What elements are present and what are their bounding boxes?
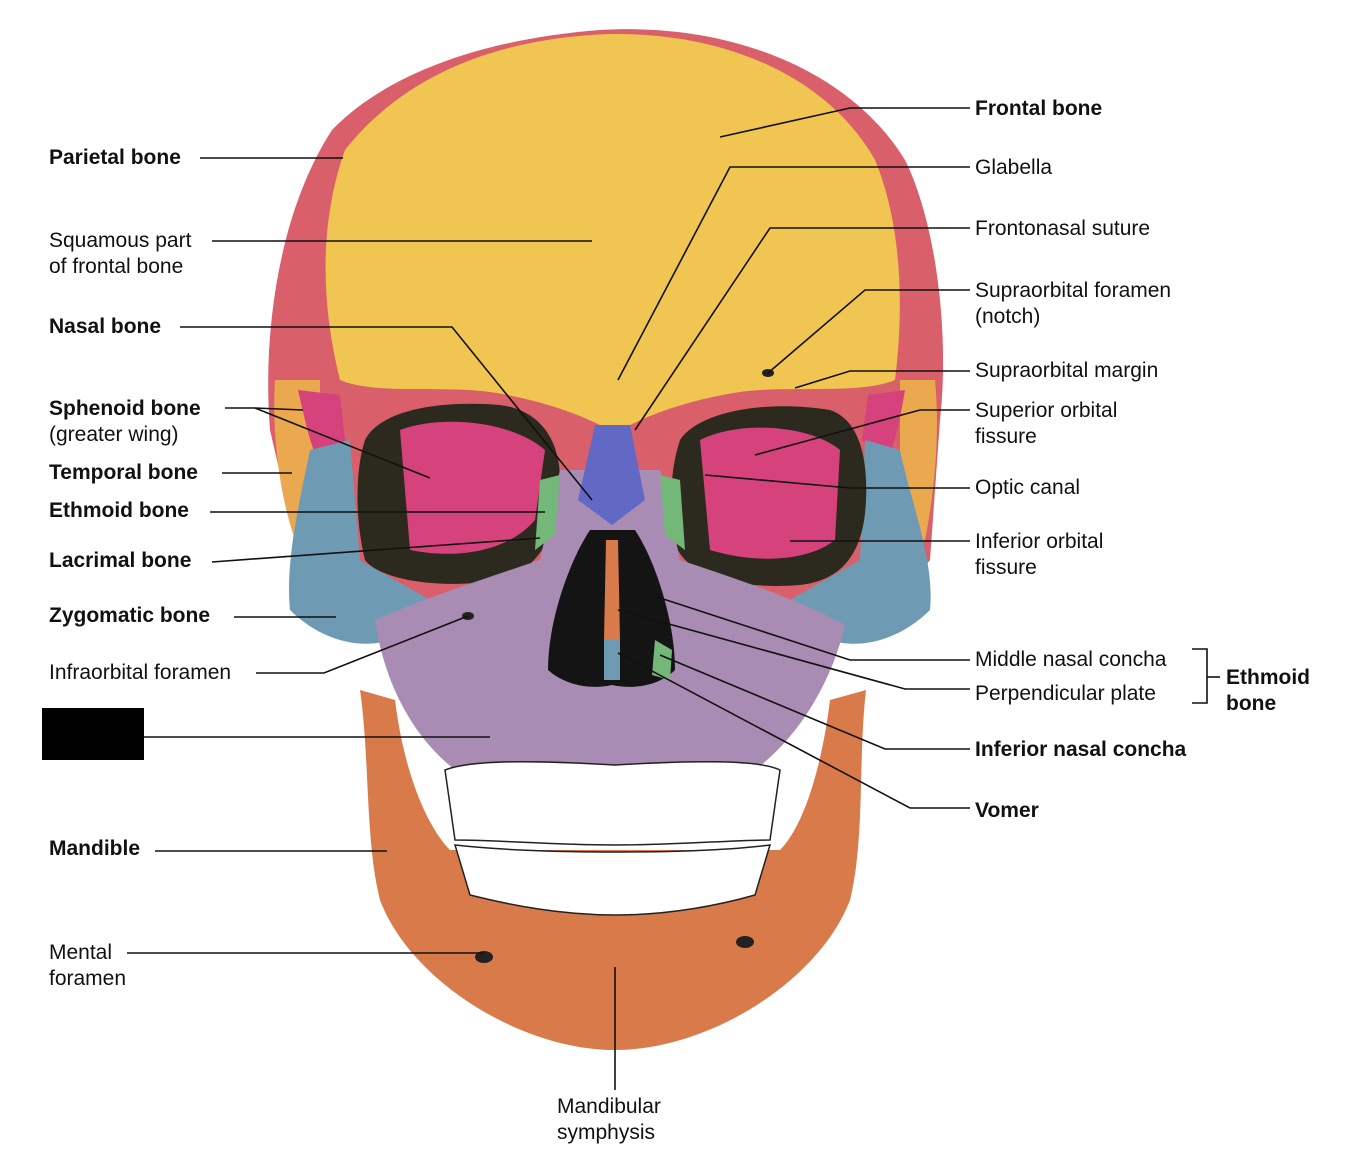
leader-nasal bbox=[180, 326, 593, 501]
mental-foramen-right-mark bbox=[736, 936, 754, 948]
label-zygomatic-bone: Zygomatic bone bbox=[49, 604, 211, 627]
teeth-upper bbox=[444, 760, 781, 846]
vomer-shape bbox=[604, 640, 620, 680]
label-optic-canal: Optic canal bbox=[975, 476, 1081, 499]
orbit-right-sphenoid bbox=[700, 427, 840, 559]
mental-foramen-left-mark bbox=[475, 951, 493, 963]
label-inferior-orbital-2: fissure bbox=[975, 556, 1037, 579]
leader-sphenoid-b bbox=[254, 407, 431, 479]
label-ethmoid-group: Ethmoid bbox=[1226, 666, 1310, 689]
label-vomer: Vomer bbox=[975, 799, 1039, 822]
ethmoid-left bbox=[535, 475, 560, 550]
label-supraorbital-margin: Supraorbital margin bbox=[975, 359, 1159, 382]
label-mental-foramen: Mental bbox=[49, 941, 113, 964]
label-infraorbital-foramen: Infraorbital foramen bbox=[49, 661, 232, 684]
label-squamous-part-2: of frontal bone bbox=[49, 255, 184, 278]
label-middle-nasal-concha: Middle nasal concha bbox=[975, 648, 1167, 671]
leader-lacrimal bbox=[211, 537, 541, 563]
label-lacrimal-bone: Lacrimal bone bbox=[49, 549, 192, 572]
label-inferior-orbital: Inferior orbital bbox=[975, 530, 1104, 553]
label-greater-wing: (greater wing) bbox=[49, 423, 179, 446]
label-ethmoid-bone: Ethmoid bone bbox=[49, 499, 189, 522]
label-glabella: Glabella bbox=[975, 156, 1053, 179]
zygomatic-bone-left bbox=[289, 440, 430, 644]
label-mandibular-symphysis-2: symphysis bbox=[557, 1121, 656, 1144]
label-inferior-nasal-concha: Inferior nasal concha bbox=[975, 738, 1187, 761]
label-mental-foramen-2: foramen bbox=[49, 967, 127, 990]
leader-middle-concha bbox=[647, 593, 970, 661]
leader-superior-orbital bbox=[754, 409, 970, 456]
label-squamous-part: Squamous part bbox=[49, 229, 192, 252]
orbit-left-sphenoid bbox=[400, 421, 545, 554]
leader-perpendicular bbox=[617, 609, 970, 690]
label-frontal-bone: Frontal bone bbox=[975, 97, 1103, 120]
ethmoid-bracket bbox=[1192, 648, 1208, 704]
nasal-bone-shape bbox=[578, 425, 645, 525]
label-ethmoid-group-2: bone bbox=[1226, 692, 1277, 715]
label-superior-orbital: Superior orbital bbox=[975, 399, 1118, 422]
ethmoid-right bbox=[660, 475, 685, 550]
label-sphenoid-bone: Sphenoid bone bbox=[49, 397, 201, 420]
label-supraorbital-notch: (notch) bbox=[975, 305, 1041, 328]
leader-optic bbox=[704, 474, 970, 489]
leader-glabella bbox=[617, 166, 970, 381]
label-parietal-bone: Parietal bone bbox=[49, 146, 181, 169]
leader-vomer bbox=[617, 652, 970, 809]
label-frontonasal-suture: Frontonasal suture bbox=[975, 217, 1151, 240]
leader-inferior-concha bbox=[659, 654, 970, 750]
label-superior-orbital-2: fissure bbox=[975, 425, 1037, 448]
label-mandibular-symphysis: Mandibular bbox=[557, 1095, 661, 1118]
label-nasal-bone: Nasal bone bbox=[49, 315, 162, 338]
redacted-label-box bbox=[42, 708, 144, 760]
leader-lines bbox=[127, 107, 1220, 1090]
leader-supraorbital-foramen bbox=[767, 289, 970, 374]
leader-frontonasal bbox=[634, 227, 970, 431]
teeth-lower bbox=[453, 844, 772, 916]
label-perpendicular-plate: Perpendicular plate bbox=[975, 682, 1156, 705]
label-temporal-bone: Temporal bone bbox=[49, 461, 198, 484]
leader-frontal bbox=[719, 107, 970, 138]
inferior-concha-shape bbox=[652, 640, 672, 680]
label-mandible: Mandible bbox=[49, 837, 141, 860]
perpendicular-plate bbox=[604, 540, 620, 640]
leader-infraorbital bbox=[256, 615, 469, 674]
label-supraorbital-foramen: Supraorbital foramen bbox=[975, 279, 1172, 302]
zygomatic-bone-right bbox=[790, 440, 931, 644]
leader-supraorbital-margin bbox=[794, 370, 970, 389]
frontal-bone-shape bbox=[325, 33, 900, 426]
